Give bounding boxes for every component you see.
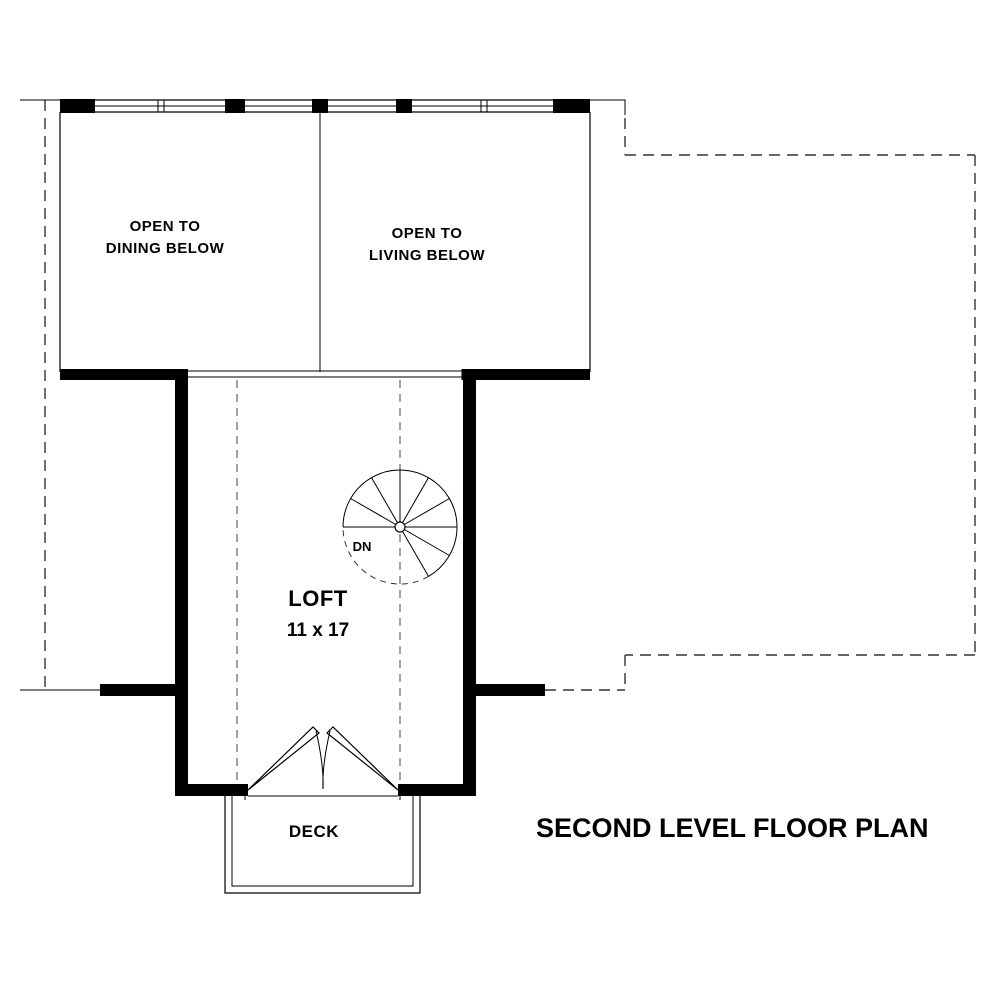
open-area-walls <box>59 112 591 372</box>
dining-label-line2: DINING BELOW <box>106 240 225 257</box>
roof-outline-left <box>20 99 100 691</box>
roof-outline-right <box>545 99 976 691</box>
mid-wall <box>60 369 590 380</box>
loft-bottom-wall <box>175 784 476 797</box>
deck-outline <box>224 790 421 894</box>
loft-walls <box>175 369 476 796</box>
plan-title: SECOND LEVEL FLOOR PLAN <box>536 813 929 843</box>
french-doors <box>247 726 399 791</box>
loft-dimensions: 11 x 17 <box>287 620 349 641</box>
deck-label: DECK <box>289 822 339 841</box>
room-labels: OPEN TO DINING BELOW OPEN TO LIVING BELO… <box>106 218 485 841</box>
ceiling-break-lines <box>236 380 401 784</box>
loft-label: LOFT <box>288 586 347 611</box>
top-window-wall <box>60 99 590 113</box>
spiral-staircase: DN <box>342 469 458 585</box>
living-label-line2: LIVING BELOW <box>369 247 485 264</box>
stair-direction-label: DN <box>353 539 372 554</box>
dining-label-line1: OPEN TO <box>130 218 201 235</box>
lower-wall-stubs <box>100 684 545 696</box>
living-label-line1: OPEN TO <box>392 225 463 242</box>
